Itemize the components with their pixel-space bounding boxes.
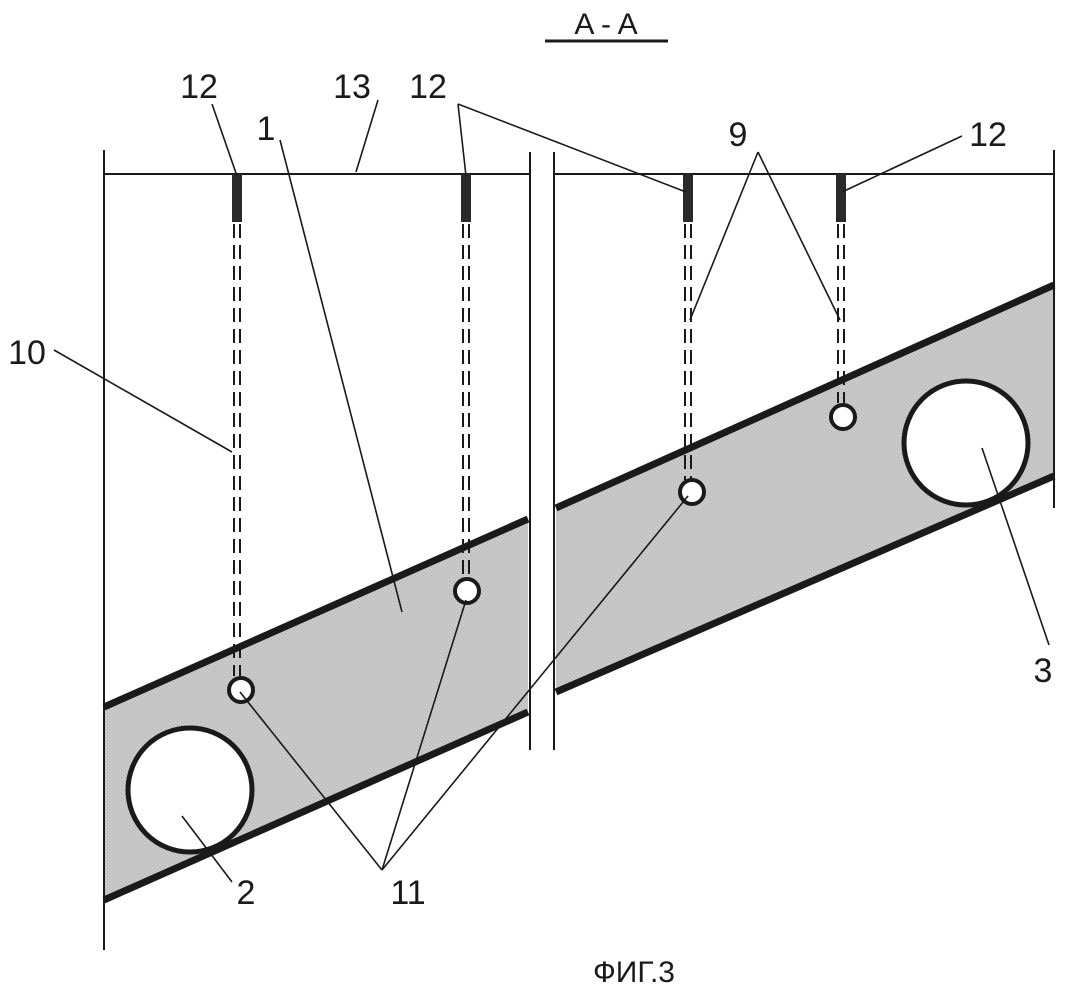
roadway-3-circle <box>904 381 1028 505</box>
break-lines <box>530 152 554 750</box>
section-title: A - A <box>574 8 637 41</box>
label-12-middle: 12 <box>409 68 447 106</box>
figure-caption: ФИГ.3 <box>593 956 675 989</box>
label-3: 3 <box>1034 652 1053 690</box>
label-10: 10 <box>8 334 46 372</box>
label-1: 1 <box>257 110 276 148</box>
label-9: 9 <box>729 116 748 154</box>
roadway-2-circle <box>128 728 252 852</box>
wellhead-markers <box>232 174 846 222</box>
label-12-left: 12 <box>180 68 218 106</box>
label-11: 11 <box>390 874 425 912</box>
label-13: 13 <box>333 68 371 106</box>
label-2: 2 <box>237 874 256 912</box>
label-12-right: 12 <box>969 116 1007 154</box>
